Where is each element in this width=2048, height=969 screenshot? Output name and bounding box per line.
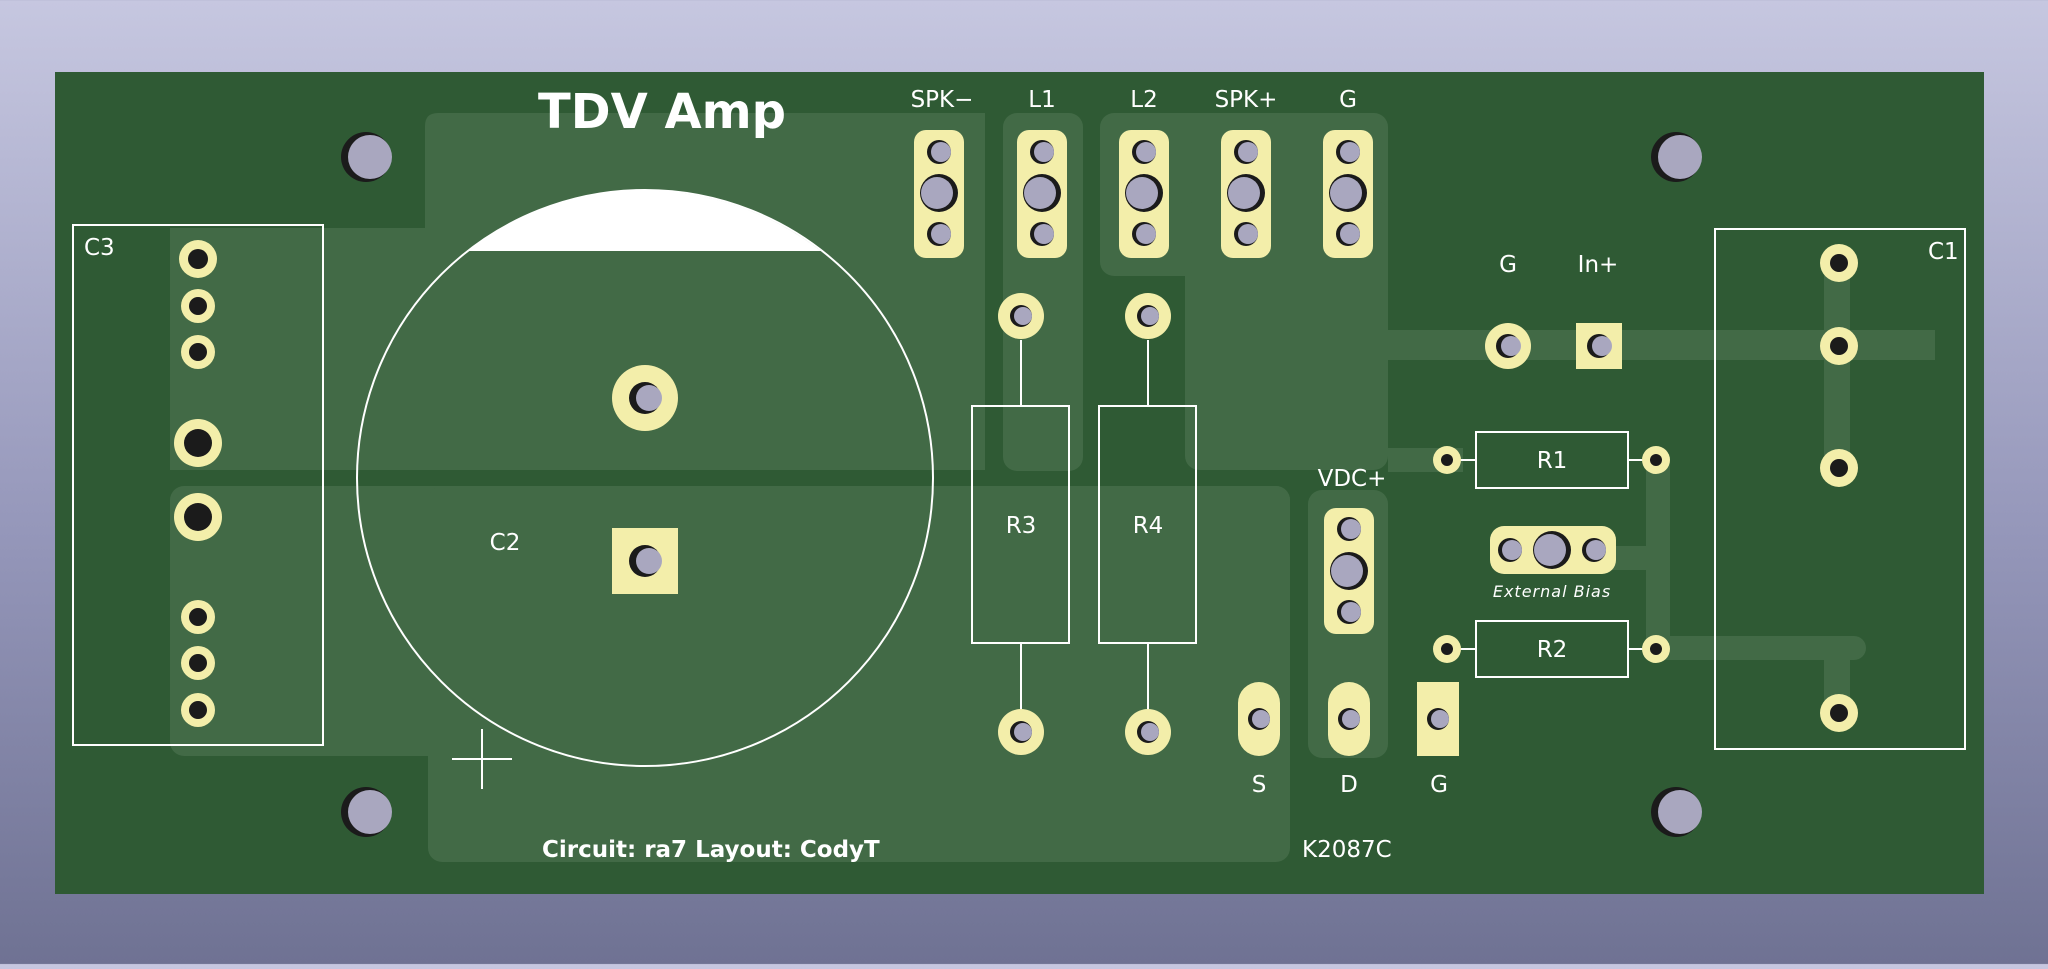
label-r1: R1 <box>1537 448 1568 474</box>
input-pads <box>1485 323 1622 369</box>
label-l2: L2 <box>1130 87 1157 113</box>
label-c3: C3 <box>84 235 115 261</box>
label-r2: R2 <box>1537 637 1568 663</box>
label-g-mosfet: G <box>1430 772 1448 798</box>
c1-footprint <box>1714 228 1966 750</box>
plus-marker-icon <box>452 729 512 789</box>
power-section <box>1238 508 1459 756</box>
label-c2: C2 <box>490 530 521 556</box>
credits-text: Circuit: ra7 Layout: CodyT <box>542 837 880 863</box>
label-g-top: G <box>1339 87 1357 113</box>
label-l1: L1 <box>1028 87 1055 113</box>
label-s: S <box>1252 772 1267 798</box>
external-bias-header <box>1490 526 1616 574</box>
c2-footprint <box>356 189 934 789</box>
label-in-plus: In+ <box>1578 252 1619 278</box>
label-d: D <box>1340 772 1358 798</box>
part-number: K2087C <box>1302 837 1392 863</box>
r3-r4-footprints <box>971 293 1197 755</box>
board-title: TDV Amp <box>538 84 786 140</box>
label-r4: R4 <box>1133 513 1164 539</box>
label-c1: C1 <box>1928 239 1959 265</box>
copper-zones <box>170 113 1935 862</box>
label-r3: R3 <box>1006 513 1037 539</box>
label-g-input: G <box>1499 252 1517 278</box>
label-vdc-plus: VDC+ <box>1318 466 1387 492</box>
output-headers <box>914 130 1373 258</box>
label-spk-minus: SPK− <box>911 87 974 113</box>
r1-r2-footprints <box>1433 431 1670 678</box>
c3-footprint <box>72 224 324 746</box>
label-external-bias: External Bias <box>1493 582 1611 601</box>
label-spk-plus: SPK+ <box>1215 87 1278 113</box>
